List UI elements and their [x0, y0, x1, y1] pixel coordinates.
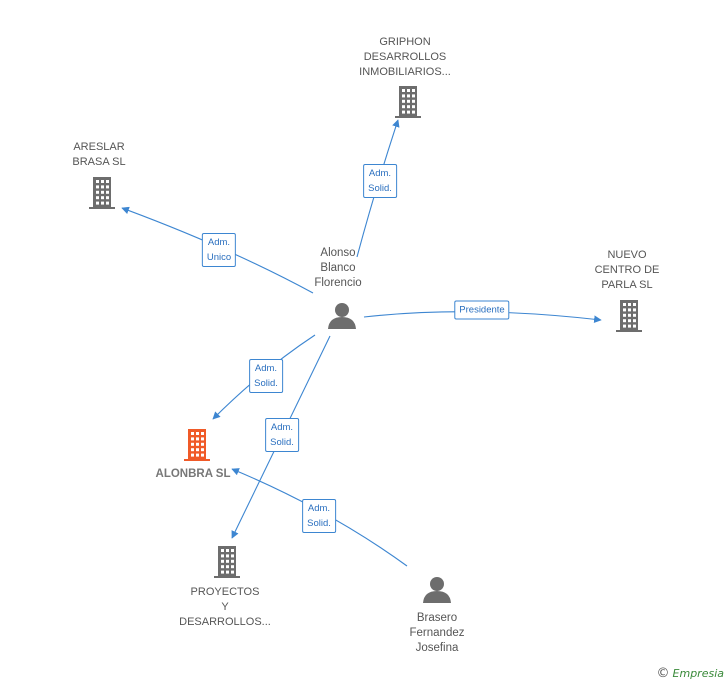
node-label-line: Josefina — [415, 642, 459, 654]
edge-label-alonso-nuevo[interactable]: Presidente — [454, 300, 510, 320]
person-icon-brasero[interactable] — [423, 577, 451, 603]
node-label-line: CENTRO DE — [594, 264, 660, 276]
node-label-line: BRASA SL — [72, 156, 126, 168]
edge-label-alonso-griphon[interactable]: Adm. Solid. — [363, 164, 397, 198]
copyright-icon: © — [656, 666, 670, 681]
edge-label-line: Adm. — [254, 363, 278, 374]
node-label-line: PARLA SL — [601, 279, 653, 291]
node-label-line: GRIPHON — [379, 36, 431, 48]
node-label-line: DESARROLLOS — [363, 51, 447, 63]
node-label-line: PROYECTOS — [190, 586, 260, 598]
node-label-alonbra[interactable]: ALONBRA SL — [156, 467, 231, 482]
node-label-line: Brasero — [416, 612, 458, 624]
person-icon-alonso[interactable] — [328, 303, 356, 329]
edge-label-line: Adm. — [270, 422, 294, 433]
edge-label-line: Solid. — [368, 183, 392, 194]
empresia-logo[interactable]: ©Empresia — [657, 666, 724, 681]
edge-label-line: Adm. — [368, 168, 392, 179]
edge-label-line: Solid. — [254, 378, 278, 389]
node-label-areslar[interactable]: ARESLAR BRASA SL — [72, 140, 125, 170]
edge-label-line: Solid. — [307, 518, 331, 529]
node-label-line: Blanco — [320, 262, 356, 274]
edge-label-line: Adm. — [207, 237, 231, 248]
brand-name: Empresia — [672, 667, 724, 680]
node-label-line: INMOBILIARIOS... — [359, 66, 451, 78]
edge-label-alonso-areslar[interactable]: Adm. Unico — [201, 233, 237, 267]
building-icon-alonbra[interactable] — [184, 429, 210, 461]
node-label-griphon[interactable]: GRIPHON DESARROLLOS INMOBILIARIOS... — [359, 35, 451, 80]
node-label-line: DESARROLLOS... — [179, 616, 271, 628]
node-label-line: Alonso — [320, 247, 356, 259]
node-label-line: Fernandez — [409, 627, 465, 639]
edge-label-alonso-alonbra[interactable]: Adm. Solid. — [249, 359, 283, 393]
edge-label-alonso-proyectos[interactable]: Adm. Solid. — [265, 418, 299, 452]
node-label-line: ALONBRA SL — [155, 468, 231, 480]
node-label-nuevo[interactable]: NUEVO CENTRO DE PARLA SL — [595, 248, 660, 293]
building-icon-nuevo[interactable] — [616, 300, 642, 332]
node-label-line: Y — [221, 601, 229, 613]
edge-label-brasero-alonbra[interactable]: Adm. Solid. — [302, 499, 336, 533]
edge-label-line: Presidente — [459, 304, 505, 316]
edge-label-line: Unico — [206, 252, 232, 263]
building-icon-griphon[interactable] — [395, 86, 421, 118]
building-icon-proyectos[interactable] — [214, 546, 240, 578]
icons-layer — [89, 86, 642, 603]
node-label-proyectos[interactable]: PROYECTOS Y DESARROLLOS... — [179, 585, 271, 630]
edge-label-line: Solid. — [270, 437, 294, 448]
node-label-line: NUEVO — [607, 249, 647, 261]
building-icon-areslar[interactable] — [89, 177, 115, 209]
node-label-line: Florencio — [314, 277, 362, 289]
edge-label-line: Adm. — [307, 503, 331, 514]
node-label-line: ARESLAR — [73, 141, 125, 153]
edges-layer — [121, 119, 602, 567]
